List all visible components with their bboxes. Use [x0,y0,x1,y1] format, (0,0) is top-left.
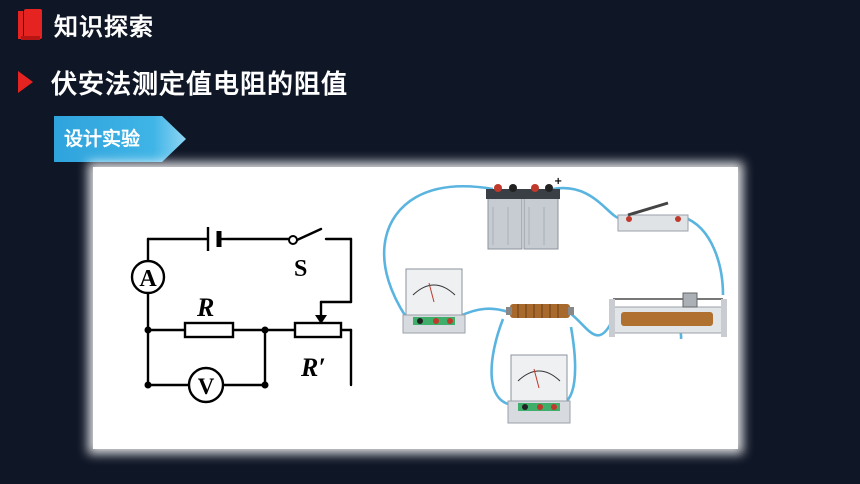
topic-row: 伏安法测定值电阻的阻值 [18,62,348,102]
ammeter-device [402,268,466,334]
experiment-panel: S A R R′ V [93,167,738,449]
triangle-right-icon [18,71,33,93]
tag-shape [54,116,186,162]
sliding-rheostat-device [609,292,727,337]
apparatus-wires [382,184,725,407]
section-header: 知识探索 [18,6,154,42]
topic-title: 伏安法测定值电阻的阻值 [51,69,349,100]
battery-symbol [206,227,228,251]
ammeter-label: A [139,266,157,292]
junction-dots [144,326,269,389]
circuit-diagram [146,227,353,387]
battery-plus-mark: + [554,176,562,187]
fixed-resistor-device [506,304,574,318]
battery-pack: + [486,176,562,250]
resistor-label: R [196,293,214,322]
tag-label: 设计实验 [64,128,141,150]
switch-pivot [288,235,298,245]
voltmeter-device [507,354,571,424]
voltmeter-label: V [198,374,215,399]
ammeter-symbol: A [130,259,166,295]
knife-switch [617,201,689,232]
resistor-symbol [183,321,235,339]
bookmark-icon [18,9,42,40]
design-experiment-tag: 设计实验 [54,116,186,162]
section-title: 知识探索 [54,12,154,41]
panel-figure: S A R R′ V [130,176,727,424]
rheostat-label: R′ [300,353,326,382]
voltmeter-symbol: V [187,366,225,404]
rheostat-symbol [293,315,343,339]
switch-label: S [294,256,307,282]
